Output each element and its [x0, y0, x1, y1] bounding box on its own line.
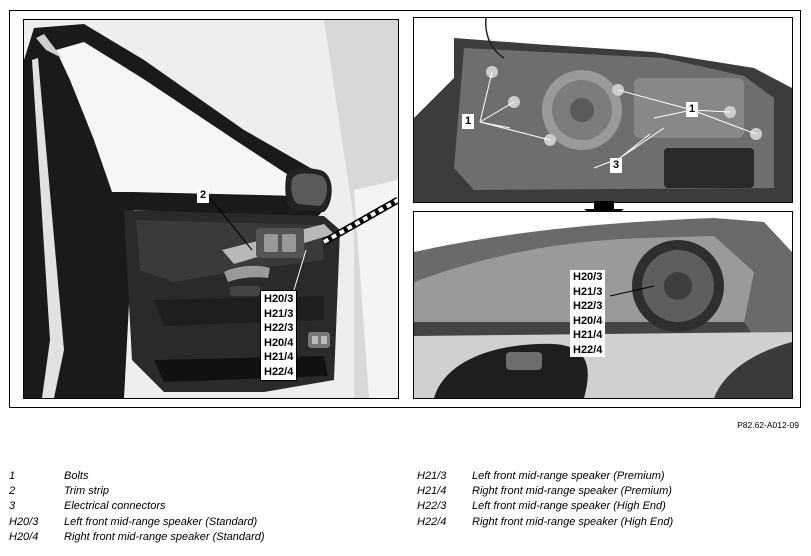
- speaker-designation: H20/3: [573, 271, 603, 283]
- legend-row: 1 Bolts: [9, 470, 265, 485]
- legend-description: Left front mid-range speaker (Premium): [472, 470, 665, 482]
- legend-code: H22/4: [417, 515, 447, 528]
- legend-description: Bolts: [64, 470, 89, 482]
- legend-description: Left front mid-range speaker (Standard): [64, 515, 258, 528]
- connector-designation: H22/4: [264, 365, 294, 378]
- connector-designation: H20/4: [264, 336, 294, 349]
- connector-designation: H22/3: [264, 322, 294, 334]
- legend-code: 3: [9, 500, 16, 513]
- legend-code: 1: [9, 470, 16, 482]
- connector-designation: H21/4: [264, 351, 294, 363]
- connector-designation: H21/3: [264, 307, 294, 320]
- legend-description: Right front mid-range speaker (Premium): [472, 485, 672, 498]
- legend-code: H20/3: [9, 515, 39, 528]
- legend-description: Right front mid-range speaker (High End): [472, 515, 674, 528]
- legend-description: Left front mid-range speaker (High End): [472, 500, 666, 513]
- legend-row: H22/3 Left front mid-range speaker (High …: [417, 500, 673, 515]
- speaker-designation: H22/3: [573, 300, 603, 312]
- legend-right-column: H21/3 Left front mid-range speaker (Premi…: [417, 470, 673, 531]
- callout-bolts-left: 1: [462, 114, 475, 129]
- legend-row: H21/4 Right front mid-range speaker (Prem…: [417, 485, 673, 500]
- speaker-designation-list: H20/3 H21/3 H22/3 H20/4 H21/4 H22/4: [570, 270, 606, 357]
- door-carrier-panel: 1 1 3: [413, 17, 793, 203]
- door-overview-illustration: [24, 20, 398, 398]
- figure-frame: 2 H20/3 H21/3 H22/3 H20/4 H21/4 H22/4: [9, 10, 801, 408]
- legend-code: H22/3: [417, 500, 447, 513]
- speaker-detail-panel: H20/3 H21/3 H22/3 H20/4 H21/4 H22/4: [413, 211, 793, 399]
- legend-code: H21/4: [417, 485, 447, 498]
- figure-reference-number: P82.62-A012-09: [737, 420, 799, 430]
- legend-row: H21/3 Left front mid-range speaker (Premi…: [417, 470, 673, 485]
- door-overview-panel: 2 H20/3 H21/3 H22/3 H20/4 H21/4 H22/4: [23, 19, 399, 399]
- callout-trim-strip: 2: [197, 188, 210, 203]
- speaker-designation: H21/3: [573, 285, 603, 298]
- legend-row: 3 Electrical connectors: [9, 500, 265, 515]
- legend-code: H20/4: [9, 530, 39, 543]
- callout-electrical-connectors: 3: [610, 158, 623, 173]
- legend-row: 2 Trim strip: [9, 485, 265, 500]
- door-carrier-illustration: [414, 18, 792, 202]
- legend-description: Trim strip: [64, 485, 110, 498]
- connector-designation: H20/3: [264, 293, 294, 305]
- legend-row: H22/4 Right front mid-range speaker (High…: [417, 516, 673, 531]
- legend-description: Right front mid-range speaker (Standard): [64, 530, 265, 543]
- speaker-designation: H20/4: [573, 314, 603, 327]
- legend-code: 2: [9, 485, 16, 498]
- legend-row: H20/4 Right front mid-range speaker (Stan…: [9, 531, 265, 546]
- callout-bolts-right: 1: [686, 102, 699, 117]
- connector-designation-list: H20/3 H21/3 H22/3 H20/4 H21/4 H22/4: [260, 290, 298, 381]
- legend-code: H21/3: [417, 470, 447, 482]
- legend-row: H20/3 Left front mid-range speaker (Stand…: [9, 516, 265, 531]
- legend-description: Electrical connectors: [64, 500, 166, 513]
- speaker-designation: H22/4: [573, 343, 603, 356]
- speaker-designation: H21/4: [573, 329, 603, 341]
- legend-left-column: 1 Bolts 2 Trim strip 3 Electrical connector…: [9, 470, 265, 546]
